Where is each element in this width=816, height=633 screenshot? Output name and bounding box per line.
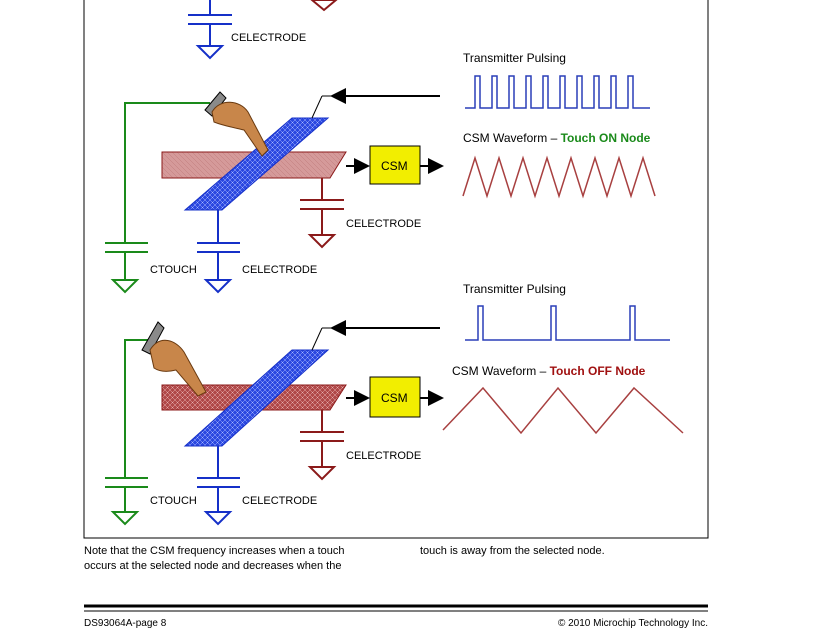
top-panel-circuit xyxy=(105,75,656,294)
top-hand xyxy=(204,91,269,157)
bottom-touch-state: Touch OFF Node xyxy=(549,364,646,378)
footer-doc-id: DS93064A-page 8 xyxy=(84,618,167,629)
top-csm-block-label: CSM xyxy=(381,159,408,173)
bottom-csm-waveform-title: CSM Waveform – Touch OFF Node xyxy=(452,364,645,378)
body-text-col2-line1: touch is away from the selected node. xyxy=(420,545,605,557)
top-c-touch-label: CTOUCH xyxy=(150,264,197,276)
bottom-c-touch-label: CTOUCH xyxy=(150,495,197,507)
bottom-transmitter-label: Transmitter Pulsing xyxy=(463,282,566,296)
top-left-c-electrode-label: CELECTRODE xyxy=(242,264,318,276)
bottom-csm-waveform-prefix: CSM Waveform – xyxy=(452,364,550,378)
top-csm-waveform xyxy=(462,155,656,199)
footer-copyright: © 2010 Microchip Technology Inc. xyxy=(557,618,708,629)
bottom-left-c-electrode-label: CELECTRODE xyxy=(242,495,318,507)
bottom-csm-waveform xyxy=(442,386,684,435)
top-fragment-ground-red xyxy=(310,0,338,12)
bottom-csm-block-label: CSM xyxy=(381,391,408,405)
top-fragment-c-electrode-label: CELECTRODE xyxy=(231,32,307,44)
top-csm-waveform-title: CSM Waveform – Touch ON Node xyxy=(463,131,650,145)
bottom-transmitter-waveform xyxy=(465,305,670,341)
bottom-right-c-electrode-label: CELECTRODE xyxy=(346,450,422,462)
top-fragment-capacitor xyxy=(188,0,232,60)
top-right-c-electrode-label: CELECTRODE xyxy=(346,218,422,230)
top-touch-state: Touch ON Node xyxy=(560,131,651,145)
figure-border xyxy=(83,0,709,539)
top-transmitter-waveform xyxy=(465,75,650,109)
body-text-col1-line2: occurs at the selected node and decrease… xyxy=(84,560,342,572)
bottom-hand xyxy=(141,321,207,397)
body-text-col1-line1: Note that the CSM frequency increases wh… xyxy=(84,545,345,557)
bottom-panel-circuit xyxy=(105,305,684,526)
top-csm-waveform-prefix: CSM Waveform – xyxy=(463,131,561,145)
top-transmitter-label: Transmitter Pulsing xyxy=(463,51,566,65)
